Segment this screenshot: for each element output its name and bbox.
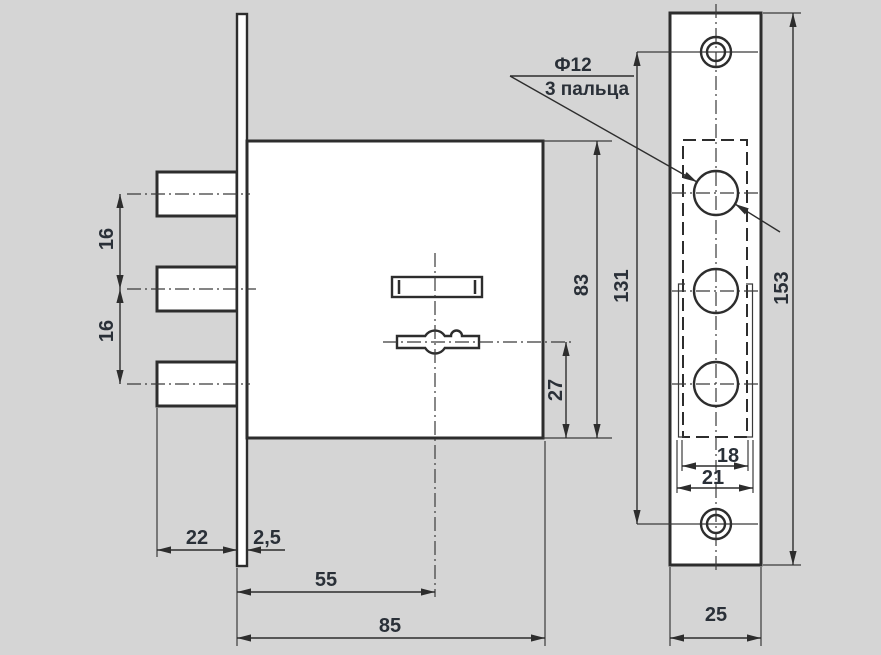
bottom-screw-hole-inner bbox=[705, 513, 727, 535]
bolt-hole-2 bbox=[692, 267, 740, 315]
dim-label-153: 153 bbox=[771, 271, 793, 304]
extension-lines bbox=[156, 12, 801, 646]
dimension-lines bbox=[116, 13, 797, 642]
side-view bbox=[127, 12, 573, 597]
dim-label-16-top: 16 bbox=[96, 228, 118, 250]
bolt-hole-1 bbox=[692, 169, 740, 217]
front-view bbox=[637, 4, 763, 573]
dim-label-18: 18 bbox=[717, 445, 739, 467]
note-diameter: Ф12 bbox=[554, 55, 591, 76]
dim-label-22: 22 bbox=[186, 527, 208, 549]
note-fingers: 3 пальца bbox=[545, 79, 630, 100]
dim-label-27: 27 bbox=[545, 379, 567, 401]
cutout-line-right bbox=[746, 283, 754, 438]
labels: Ф12 3 пальца 16 16 22 2,5 55 85 83 27 13… bbox=[96, 55, 793, 637]
dim-label-131: 131 bbox=[611, 269, 633, 302]
top-screw-hole-inner bbox=[705, 41, 727, 63]
top-screw-hole-outer bbox=[699, 35, 733, 69]
dim-label-83: 83 bbox=[571, 274, 593, 296]
dim-label-21: 21 bbox=[702, 467, 724, 489]
dim-label-2-5: 2,5 bbox=[253, 527, 281, 549]
bottom-screw-hole-outer bbox=[699, 507, 733, 541]
dim-label-55: 55 bbox=[315, 569, 337, 591]
follower-slot bbox=[390, 275, 484, 299]
dim-label-25: 25 bbox=[705, 604, 727, 626]
hidden-body-outline bbox=[682, 139, 748, 438]
dim-label-16-bottom: 16 bbox=[96, 320, 118, 342]
leader-line-1 bbox=[509, 75, 698, 183]
leader-line-2 bbox=[734, 203, 781, 233]
bolt-hole-3 bbox=[692, 360, 740, 408]
cutout-line-left bbox=[677, 283, 685, 438]
dim-label-85: 85 bbox=[379, 615, 401, 637]
